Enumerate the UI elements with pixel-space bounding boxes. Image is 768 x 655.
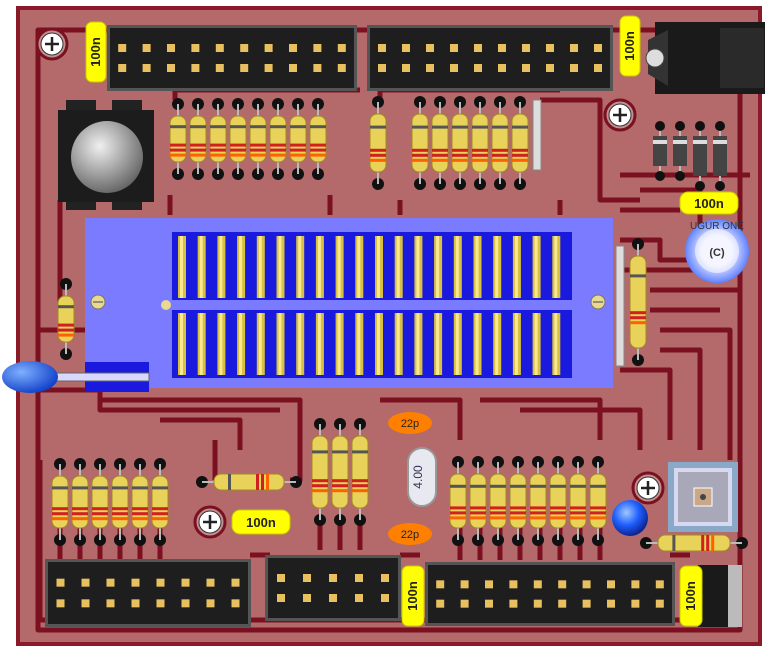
cap-100n-bottom-right: 100n [679,565,703,627]
resistor-top-right-2 [431,96,449,190]
header-bottom-left [45,559,251,627]
resistor-top-right-6 [511,96,529,190]
crystal: 4.00 [407,447,437,507]
resistor-horizontal-bottom [196,473,302,491]
resistor-bottom-left-3 [91,458,109,546]
header-top-right [367,25,613,91]
resistor-top-left-2 [189,98,207,180]
diode-1 [653,121,667,181]
resistor-bottom-mid-3 [351,418,369,526]
dc-power-jack [645,22,765,94]
cap-22p-bottom-label: 22p [401,529,419,541]
wire-link-top [532,99,542,171]
resistor-top-left-1 [169,98,187,180]
resistor-top-left-7 [289,98,307,180]
resistor-top-left-5 [249,98,267,180]
resistor-top-left-6 [269,98,287,180]
resistor-bottom-right-3 [489,456,507,546]
cap-100n-top-right-label: 100n [622,31,637,61]
resistor-horizontal-right [640,534,748,552]
resistor-right [629,238,647,366]
header-bottom-right [425,562,675,626]
resistor-top-right-5 [491,96,509,190]
cap-100n-top-left-label: 100n [88,37,103,67]
zif-socket [54,218,613,392]
cap-22p-bottom: 22p [388,523,432,545]
resistor-bottom-right-6 [549,456,567,546]
cap-100n-bottom-center-label: 100n [405,581,420,611]
diode-2 [673,121,687,181]
cap-22p-top-label: 22p [401,418,419,430]
resistor-bottom-left-5 [131,458,149,546]
resistor-bottom-left-6 [151,458,169,546]
cap-100n-right: 100n [679,191,739,215]
resistor-bottom-left-2 [71,458,89,546]
cap-100n-bottom-right-label: 100n [683,581,698,611]
resistor-top-right-1 [411,96,429,190]
logo-badge: UGUR ONE (C) [685,219,749,283]
resistor-bottom-right-7 [569,456,587,546]
cap-100n-top-right: 100n [619,15,641,77]
resistor-top-left-4 [229,98,247,180]
wire-link-right [615,245,625,367]
diode-3 [693,121,707,191]
resistor-left [57,278,75,360]
cap-100n-top-left: 100n [85,21,107,83]
crystal-label: 4.00 [411,465,425,489]
resistors [51,96,748,552]
mounting-hole-top-right [603,98,637,132]
header-bottom-mid [265,555,401,621]
led-blue-round [612,500,648,536]
header-top-left [107,25,357,91]
cap-100n-right-label: 100n [694,196,724,211]
resistor-top-left-3 [209,98,227,180]
cap-100n-bottom-center: 100n [401,565,425,627]
resistor-bottom-right-8 [589,456,607,546]
resistor-top-left-8 [309,98,327,180]
cap-100n-bottom-label: 100n [246,515,276,530]
cap-22p-top: 22p [388,412,432,434]
mounting-hole-top-left [35,27,69,61]
mounting-hole-bottom-left [193,505,227,539]
led-icon [2,361,58,393]
push-button-icon [58,100,154,210]
resistor-bottom-right-5 [529,456,547,546]
header-connectors [45,25,675,627]
resistor-bottom-left-1 [51,458,69,546]
resistor-bottom-right-2 [469,456,487,546]
resistor-bottom-left-4 [111,458,129,546]
resistor-top-right-4 [471,96,489,190]
capacitors-100n: 100n 100n 100n 100n 100n 100n [85,15,739,627]
resistor-bottom-right-4 [509,456,527,546]
voltage-regulator [698,565,742,627]
diodes [653,121,727,191]
diode-4 [713,121,727,191]
resistor-bottom-right-1 [449,456,467,546]
logo-center: (C) [709,247,725,259]
resistor-bottom-mid-1 [311,418,329,526]
cap-100n-bottom: 100n [231,509,291,535]
trimmer-icon [668,462,738,532]
resistor-bottom-mid-2 [331,418,349,526]
resistor-top-single [369,96,387,190]
logo-text: UGUR ONE [690,221,744,232]
mounting-hole-bottom-right [631,471,665,505]
resistor-top-right-3 [451,96,469,190]
